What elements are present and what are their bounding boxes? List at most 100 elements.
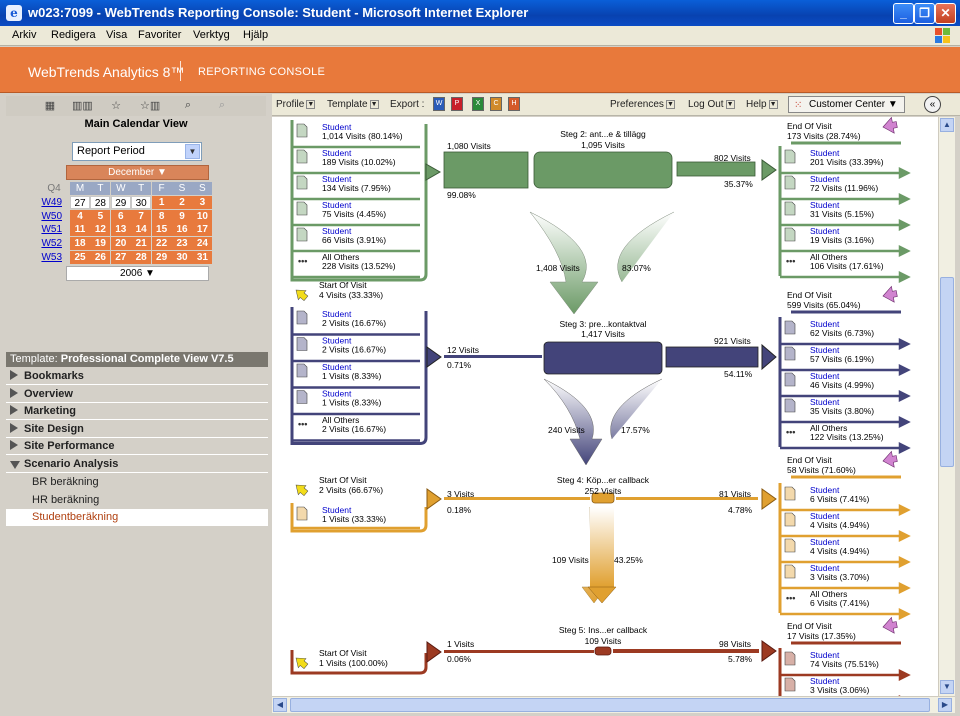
menu-verktyg[interactable]: Verktyg bbox=[193, 29, 230, 41]
calendar-day[interactable]: 1 bbox=[151, 195, 172, 209]
calendar-day[interactable]: 28 bbox=[131, 251, 152, 264]
calendar-day[interactable]: 28 bbox=[90, 195, 111, 209]
help-menu[interactable]: Help▼ bbox=[746, 99, 778, 110]
maximize-button[interactable]: ❐ bbox=[914, 3, 935, 24]
calendar-day[interactable]: 3 bbox=[192, 195, 213, 209]
page-link[interactable]: Student bbox=[322, 226, 352, 236]
pdf-export-icon[interactable]: P bbox=[451, 97, 463, 111]
calendar-day[interactable]: 25 bbox=[70, 251, 90, 264]
section-scenario-analysis[interactable]: Scenario Analysis bbox=[6, 456, 268, 473]
page-link[interactable]: Student bbox=[322, 148, 352, 158]
page-link[interactable]: Student bbox=[810, 345, 840, 355]
page-link[interactable]: Student bbox=[810, 148, 840, 158]
csv-export-icon[interactable]: C bbox=[490, 97, 502, 111]
menu-redigera[interactable]: Redigera bbox=[51, 29, 96, 41]
calendar-day[interactable]: 30 bbox=[131, 195, 152, 209]
calendar-day[interactable]: 4 bbox=[70, 209, 90, 223]
preferences-menu[interactable]: Preferences▼ bbox=[610, 99, 675, 110]
section-site-performance[interactable]: Site Performance bbox=[6, 438, 268, 456]
calendar-day[interactable]: 9 bbox=[172, 209, 192, 223]
page-link[interactable]: Student bbox=[810, 650, 840, 660]
vertical-scrollbar[interactable]: ▲ ▼ bbox=[938, 117, 955, 696]
excel-export-icon[interactable]: X bbox=[472, 97, 484, 111]
calendar-day[interactable]: 20 bbox=[110, 237, 131, 251]
calendar-week-icon[interactable]: ▥▥ bbox=[72, 100, 93, 112]
scroll-thumb[interactable] bbox=[940, 277, 954, 467]
page-link[interactable]: Student bbox=[810, 174, 840, 184]
page-link[interactable]: Student bbox=[322, 200, 352, 210]
step-node[interactable] bbox=[594, 646, 612, 656]
calendar-day[interactable]: 18 bbox=[70, 237, 90, 251]
calendar-day[interactable]: 2 bbox=[172, 195, 192, 209]
horizontal-scrollbar[interactable]: ◀ ▶ bbox=[272, 696, 955, 713]
calendar-day[interactable]: 11 bbox=[70, 223, 90, 237]
section-bookmarks[interactable]: Bookmarks bbox=[6, 368, 268, 385]
calendar-day[interactable]: 7 bbox=[131, 209, 152, 223]
menu-arkiv[interactable]: Arkiv bbox=[12, 29, 37, 41]
menu-favoriter[interactable]: Favoriter bbox=[138, 29, 182, 41]
minimize-button[interactable]: _ bbox=[893, 3, 914, 24]
menu-hjalp[interactable]: Hjälp bbox=[243, 29, 269, 41]
logout-menu[interactable]: Log Out▼ bbox=[688, 99, 735, 110]
week-link[interactable]: W52 bbox=[41, 238, 62, 250]
scroll-left-icon[interactable]: ◀ bbox=[273, 698, 287, 712]
calendar-day[interactable]: 21 bbox=[131, 237, 152, 251]
collapse-panel-button[interactable]: « bbox=[924, 96, 941, 113]
week-link[interactable]: W51 bbox=[41, 224, 62, 236]
page-link[interactable]: Student bbox=[810, 537, 840, 547]
page-link[interactable]: Student bbox=[322, 122, 352, 132]
page-link[interactable]: Student bbox=[810, 200, 840, 210]
page-link[interactable]: Student bbox=[322, 362, 352, 372]
calendar-day[interactable]: 30 bbox=[172, 251, 192, 264]
step-node[interactable] bbox=[591, 492, 615, 504]
week-link[interactable]: W50 bbox=[41, 210, 62, 222]
page-link[interactable]: Student bbox=[810, 371, 840, 381]
scenario-item[interactable]: HR beräkning bbox=[32, 493, 100, 506]
page-link[interactable]: Student bbox=[322, 389, 352, 399]
calendar-day[interactable]: 15 bbox=[151, 223, 172, 237]
page-link[interactable]: Student bbox=[810, 226, 840, 236]
page-link[interactable]: Student bbox=[810, 511, 840, 521]
week-link[interactable]: W53 bbox=[41, 252, 62, 263]
calendar-day[interactable]: 22 bbox=[151, 237, 172, 251]
page-link[interactable]: Student bbox=[810, 563, 840, 573]
scroll-thumb-horizontal[interactable] bbox=[290, 698, 930, 712]
calendar-day[interactable]: 10 bbox=[192, 209, 213, 223]
calendar-day[interactable]: 24 bbox=[192, 237, 213, 251]
calendar-day[interactable]: 6 bbox=[110, 209, 131, 223]
chevron-down-icon[interactable]: ▼ bbox=[185, 144, 200, 159]
page-link[interactable]: Student bbox=[322, 309, 352, 319]
step-node[interactable] bbox=[543, 341, 663, 375]
calendar-day[interactable]: 13 bbox=[110, 223, 131, 237]
profile-menu[interactable]: Profile▼ bbox=[276, 99, 316, 110]
calendar-day[interactable]: 31 bbox=[192, 251, 213, 264]
page-link[interactable]: Student bbox=[322, 336, 352, 346]
report-period-select[interactable]: Report Period ▼ bbox=[72, 142, 202, 161]
page-link[interactable]: Student bbox=[810, 397, 840, 407]
scroll-down-icon[interactable]: ▼ bbox=[940, 680, 954, 694]
page-link[interactable]: Student bbox=[810, 485, 840, 495]
page-link[interactable]: Student bbox=[810, 319, 840, 329]
calendar-day[interactable]: 29 bbox=[110, 195, 131, 209]
scroll-right-icon[interactable]: ▶ bbox=[938, 698, 952, 712]
section-marketing[interactable]: Marketing bbox=[6, 403, 268, 421]
scenario-item[interactable]: BR beräkning bbox=[32, 476, 99, 488]
month-selector[interactable]: December ▼ bbox=[66, 165, 209, 180]
calendar-day[interactable]: 23 bbox=[172, 237, 192, 251]
customer-center-button[interactable]: ⁙ Customer Center ▼ bbox=[788, 96, 905, 113]
calendar-day-icon[interactable]: ▦ bbox=[44, 100, 56, 112]
html-export-icon[interactable]: H bbox=[508, 97, 520, 111]
calendar-day[interactable]: 29 bbox=[151, 251, 172, 264]
calendar-day[interactable]: 12 bbox=[90, 223, 111, 237]
template-menu[interactable]: Template▼ bbox=[327, 99, 379, 110]
calendar-day[interactable]: 8 bbox=[151, 209, 172, 223]
word-export-icon[interactable]: W bbox=[433, 97, 445, 111]
calendar-day[interactable]: 16 bbox=[172, 223, 192, 237]
page-link[interactable]: Student bbox=[322, 505, 352, 515]
calendar-day[interactable]: 19 bbox=[90, 237, 111, 251]
scenario-item[interactable]: Studentberäkning bbox=[6, 509, 268, 527]
week-link[interactable]: W49 bbox=[41, 196, 62, 208]
page-link[interactable]: Student bbox=[810, 676, 840, 686]
menu-visa[interactable]: Visa bbox=[106, 29, 128, 41]
step-node[interactable] bbox=[533, 151, 673, 189]
